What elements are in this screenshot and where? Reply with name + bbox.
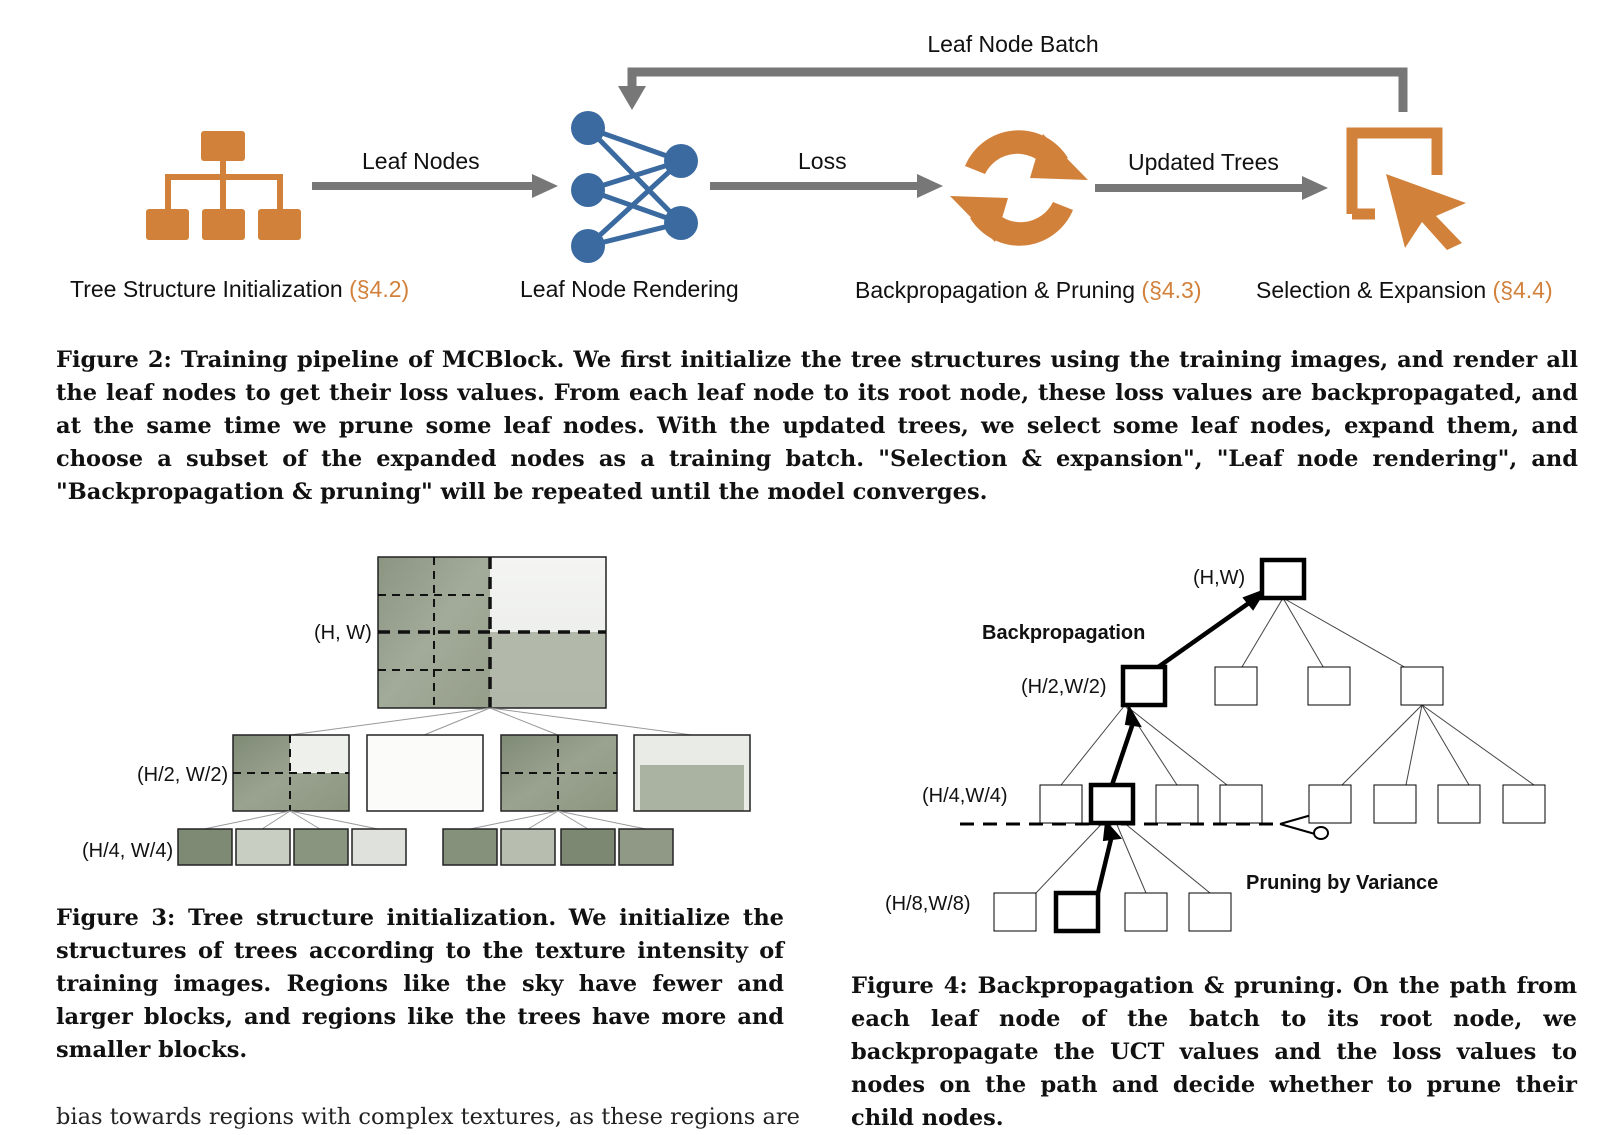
- level-label-h8w8: (H/8,W/8): [885, 893, 971, 915]
- level-label-hw: (H,W): [1193, 567, 1246, 589]
- stage-name: Selection & Expansion: [1256, 277, 1487, 303]
- arrow-label-loss: Loss: [798, 148, 847, 174]
- refresh-cycle-icon: [950, 130, 1088, 246]
- tree-edges-level-2: [203, 810, 647, 830]
- arrow-label-leaf-nodes: Leaf Nodes: [362, 148, 480, 174]
- stage-label-selection: Selection & Expansion (§4.4): [1256, 277, 1553, 304]
- feedback-arrowhead: [618, 86, 646, 110]
- tree-nodes: [993, 557, 1546, 934]
- arrow-loss: [710, 174, 943, 198]
- feedback-arrow: [627, 67, 1408, 112]
- section-ref: (§4.3): [1141, 277, 1202, 303]
- section-ref: (§4.4): [1492, 277, 1553, 303]
- neural-network-icon: [571, 111, 698, 263]
- level-label-h2w2: (H/2,W/2): [1021, 676, 1107, 698]
- tree-edges-level-1: [289, 707, 693, 736]
- level-label-hw: (H, W): [314, 622, 372, 644]
- level-label-h4w4: (H/4, W/4): [82, 840, 174, 862]
- backprop-label: Backpropagation: [982, 622, 1146, 644]
- figure-3-graphic: [177, 556, 751, 866]
- stage-name: Backpropagation & Pruning: [855, 277, 1136, 303]
- level-3-blocks: [177, 828, 674, 866]
- arrow-leaf-nodes: [312, 174, 558, 198]
- stage-name: Tree Structure Initialization: [70, 276, 343, 302]
- level-label-h2w2: (H/2, W/2): [137, 764, 229, 786]
- level-label-h4w4: (H/4,W/4): [922, 785, 1008, 807]
- stage-name: Leaf Node Rendering: [520, 276, 739, 302]
- body-text-line: bias towards regions with complex textur…: [56, 1104, 800, 1130]
- stage-label-tree-init: Tree Structure Initialization (§4.2): [70, 276, 409, 303]
- pruning-label: Pruning by Variance: [1246, 872, 1439, 894]
- figure-4-caption: Figure 4: Backpropagation & pruning. On …: [851, 973, 1577, 1131]
- level-2-blocks: [232, 734, 751, 812]
- tree-structure-icon: [146, 131, 301, 240]
- tree-edges: [1035, 597, 1535, 894]
- feedback-label: Leaf Node Batch: [927, 31, 1099, 57]
- stage-label-backprop: Backpropagation & Pruning (§4.3): [855, 277, 1202, 304]
- figure-2-graphic: [146, 67, 1466, 263]
- figure-2-caption: Figure 2: Training pipeline of MCBlock. …: [56, 347, 1578, 505]
- figure-3-caption: Figure 3: Tree structure initialization.…: [56, 905, 784, 1063]
- stage-label-rendering: Leaf Node Rendering: [520, 276, 739, 303]
- root-image-block: [377, 556, 607, 709]
- section-ref: (§4.2): [349, 276, 410, 302]
- arrow-label-updated-trees: Updated Trees: [1128, 149, 1279, 175]
- figure-4-graphic: [960, 557, 1546, 934]
- select-cursor-icon: [1346, 127, 1466, 250]
- arrow-updated-trees: [1095, 176, 1328, 200]
